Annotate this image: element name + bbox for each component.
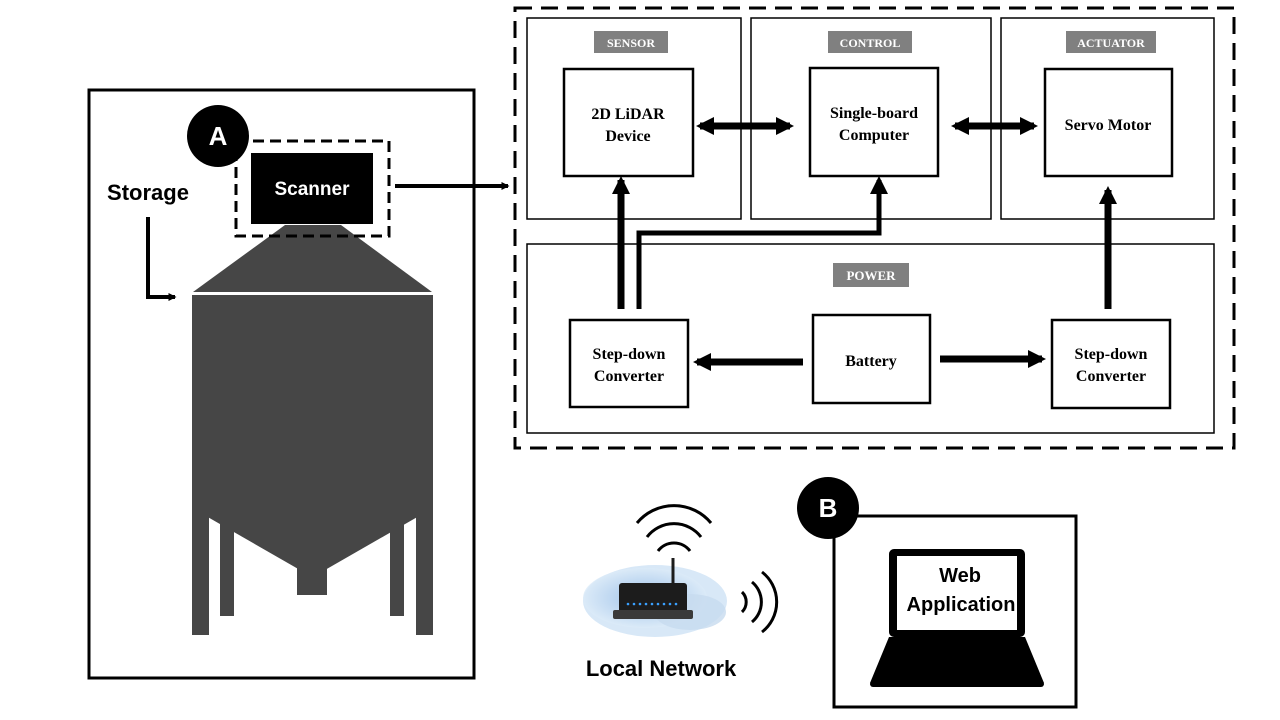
power-tag-label: POWER (846, 268, 896, 283)
laptop-icon (870, 549, 1044, 687)
scanner-label: Scanner (275, 179, 351, 200)
stepdown-right-label-2: Converter (1076, 368, 1146, 385)
marker-a (187, 105, 249, 167)
webapp-label-2: Application (907, 594, 1016, 616)
marker-b-label: B (819, 493, 838, 523)
marker-b (797, 477, 859, 539)
stepdown-left-label-1: Step-down (593, 346, 666, 363)
system-dashed-outline (513, 6, 1236, 450)
storage-label: Storage (107, 180, 189, 205)
sensor-tag (594, 31, 668, 53)
servo-block (1043, 67, 1174, 178)
sensor-tag-label: SENSOR (607, 36, 655, 50)
stepdown-right-label-1: Step-down (1075, 346, 1148, 363)
storage-panel (87, 88, 476, 680)
local-network-label: Local Network (586, 656, 737, 681)
sbc-block (808, 66, 940, 178)
sbc-label-1: Single-board (830, 105, 918, 122)
webapp-label-1: Web (939, 565, 981, 587)
stepdown-right-block (1050, 318, 1172, 410)
sbc-label-2: Computer (839, 127, 909, 144)
stepdown-left-block (568, 318, 690, 409)
power-tag (833, 263, 909, 287)
lidar-label-2: Device (605, 128, 650, 145)
actuator-tag-label: ACTUATOR (1077, 36, 1145, 50)
battery-block (811, 313, 932, 405)
scanner-box (251, 153, 373, 224)
control-tag-label: CONTROL (840, 36, 901, 50)
stepdown-left-label-2: Converter (594, 368, 664, 385)
webapp-panel (832, 514, 1078, 709)
router-icon (583, 558, 727, 637)
lidar-block (562, 67, 695, 178)
power-section (526, 243, 1215, 434)
lidar-label-1: 2D LiDAR (591, 106, 665, 123)
marker-a-label: A (209, 121, 228, 151)
storage-arrow (146, 217, 177, 301)
silo-icon (192, 225, 433, 635)
servo-label: Servo Motor (1065, 117, 1152, 134)
stepdown-to-sbc-arrow (636, 176, 888, 309)
actuator-tag (1066, 31, 1156, 53)
control-tag (828, 31, 912, 53)
battery-label: Battery (845, 353, 897, 370)
scanner-dashed-outline (234, 139, 391, 238)
wifi-icon (635, 504, 779, 634)
